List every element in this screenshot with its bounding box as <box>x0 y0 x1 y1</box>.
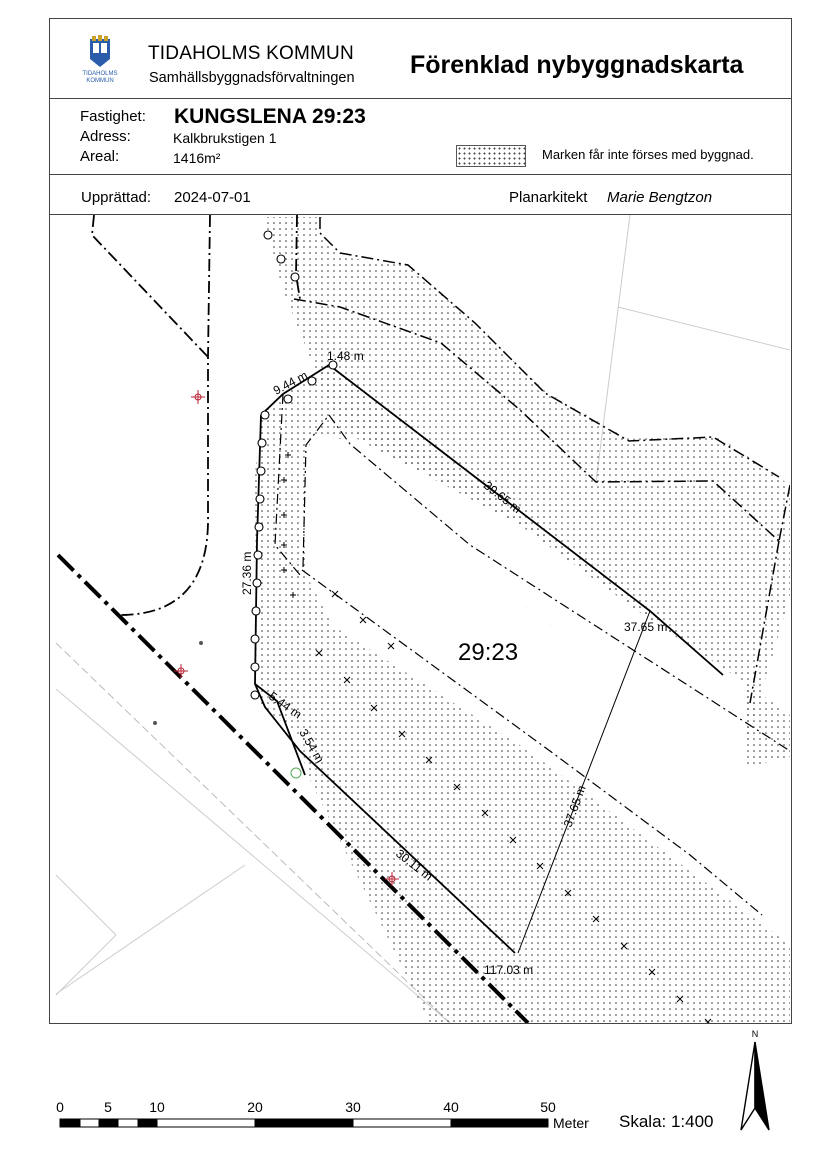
restricted-strip-parcel <box>255 365 790 1023</box>
cross-marks <box>281 452 712 1023</box>
scale-tick-0: 0 <box>56 1099 64 1115</box>
architect-label: Planarkitekt <box>509 189 588 206</box>
north-label: N <box>752 1029 759 1039</box>
survey-points <box>250 230 338 700</box>
boundary-top-strip <box>293 217 790 704</box>
property-block: Fastighet: KUNGSLENA 29:23 Adress: Kalkb… <box>50 99 791 175</box>
areal-label: Areal: <box>80 148 120 165</box>
scale-ticks: 0 5 10 20 30 40 50 <box>56 1099 556 1115</box>
scale-tick-30: 30 <box>345 1099 361 1115</box>
prepared-date: 2024-07-01 <box>174 189 251 206</box>
svg-text:KOMMUN: KOMMUN <box>86 78 113 84</box>
north-arrow-icon: N <box>740 1029 770 1131</box>
scale-tick-40: 40 <box>443 1099 459 1115</box>
legend-text: Marken får inte förses med byggnad. <box>542 147 754 162</box>
map-sheet: TIDAHOLMS KOMMUN TIDAHOLMS KOMMUN Samhäl… <box>49 18 792 1024</box>
scale-unit: Meter <box>553 1115 589 1131</box>
road-centerline <box>56 553 530 1023</box>
svg-text:TIDAHOLMS: TIDAHOLMS <box>82 71 117 77</box>
document-title: Förenklad nybyggnadskarta <box>410 51 744 79</box>
title-block: TIDAHOLMS KOMMUN TIDAHOLMS KOMMUN Samhäl… <box>50 19 791 99</box>
map-canvas: 29:23 1.48 m 9.44 m 39.65 m 27.36 m 37.6… <box>55 215 790 1023</box>
measure-10: 117.03 m <box>484 963 533 977</box>
scale-tick-10: 10 <box>149 1099 165 1115</box>
adress-value: Kalkbrukstigen 1 <box>173 130 277 146</box>
scale-tick-5: 5 <box>104 1099 112 1115</box>
scale-ratio: Skala: 1:400 <box>619 1112 714 1131</box>
parcel-label: 29:23 <box>458 639 518 666</box>
fastighet-label: Fastighet: <box>80 108 146 125</box>
reference-points <box>174 390 399 886</box>
green-point-marker <box>290 767 302 779</box>
measure-5: 37.65 m <box>624 620 667 634</box>
scale-bar <box>59 1118 549 1128</box>
measure-line <box>517 610 651 954</box>
municipality-logo: TIDAHOLMS KOMMUN <box>82 35 118 84</box>
road-edge-dashed <box>55 642 451 1023</box>
scale-tick-50: 50 <box>540 1099 556 1115</box>
prepared-block: Upprättad: 2024-07-01 Planarkitekt Marie… <box>50 175 791 215</box>
legend-dotted-swatch <box>456 145 526 167</box>
scale-tick-20: 20 <box>247 1099 263 1115</box>
department-name: Samhällsbyggnadsförvaltningen <box>149 70 355 86</box>
parcel-inner-line <box>274 393 790 916</box>
areal-value: 1416m² <box>173 150 221 166</box>
property-designation: KUNGSLENA 29:23 <box>174 105 366 128</box>
measure-4: 27.36 m <box>240 552 254 595</box>
architect-name: Marie Bengtzon <box>607 189 713 206</box>
adress-label: Adress: <box>80 128 131 145</box>
municipality-name: TIDAHOLMS KOMMUN <box>148 43 354 64</box>
prepared-label: Upprättad: <box>81 189 152 206</box>
measure-1: 1.48 m <box>327 349 364 363</box>
